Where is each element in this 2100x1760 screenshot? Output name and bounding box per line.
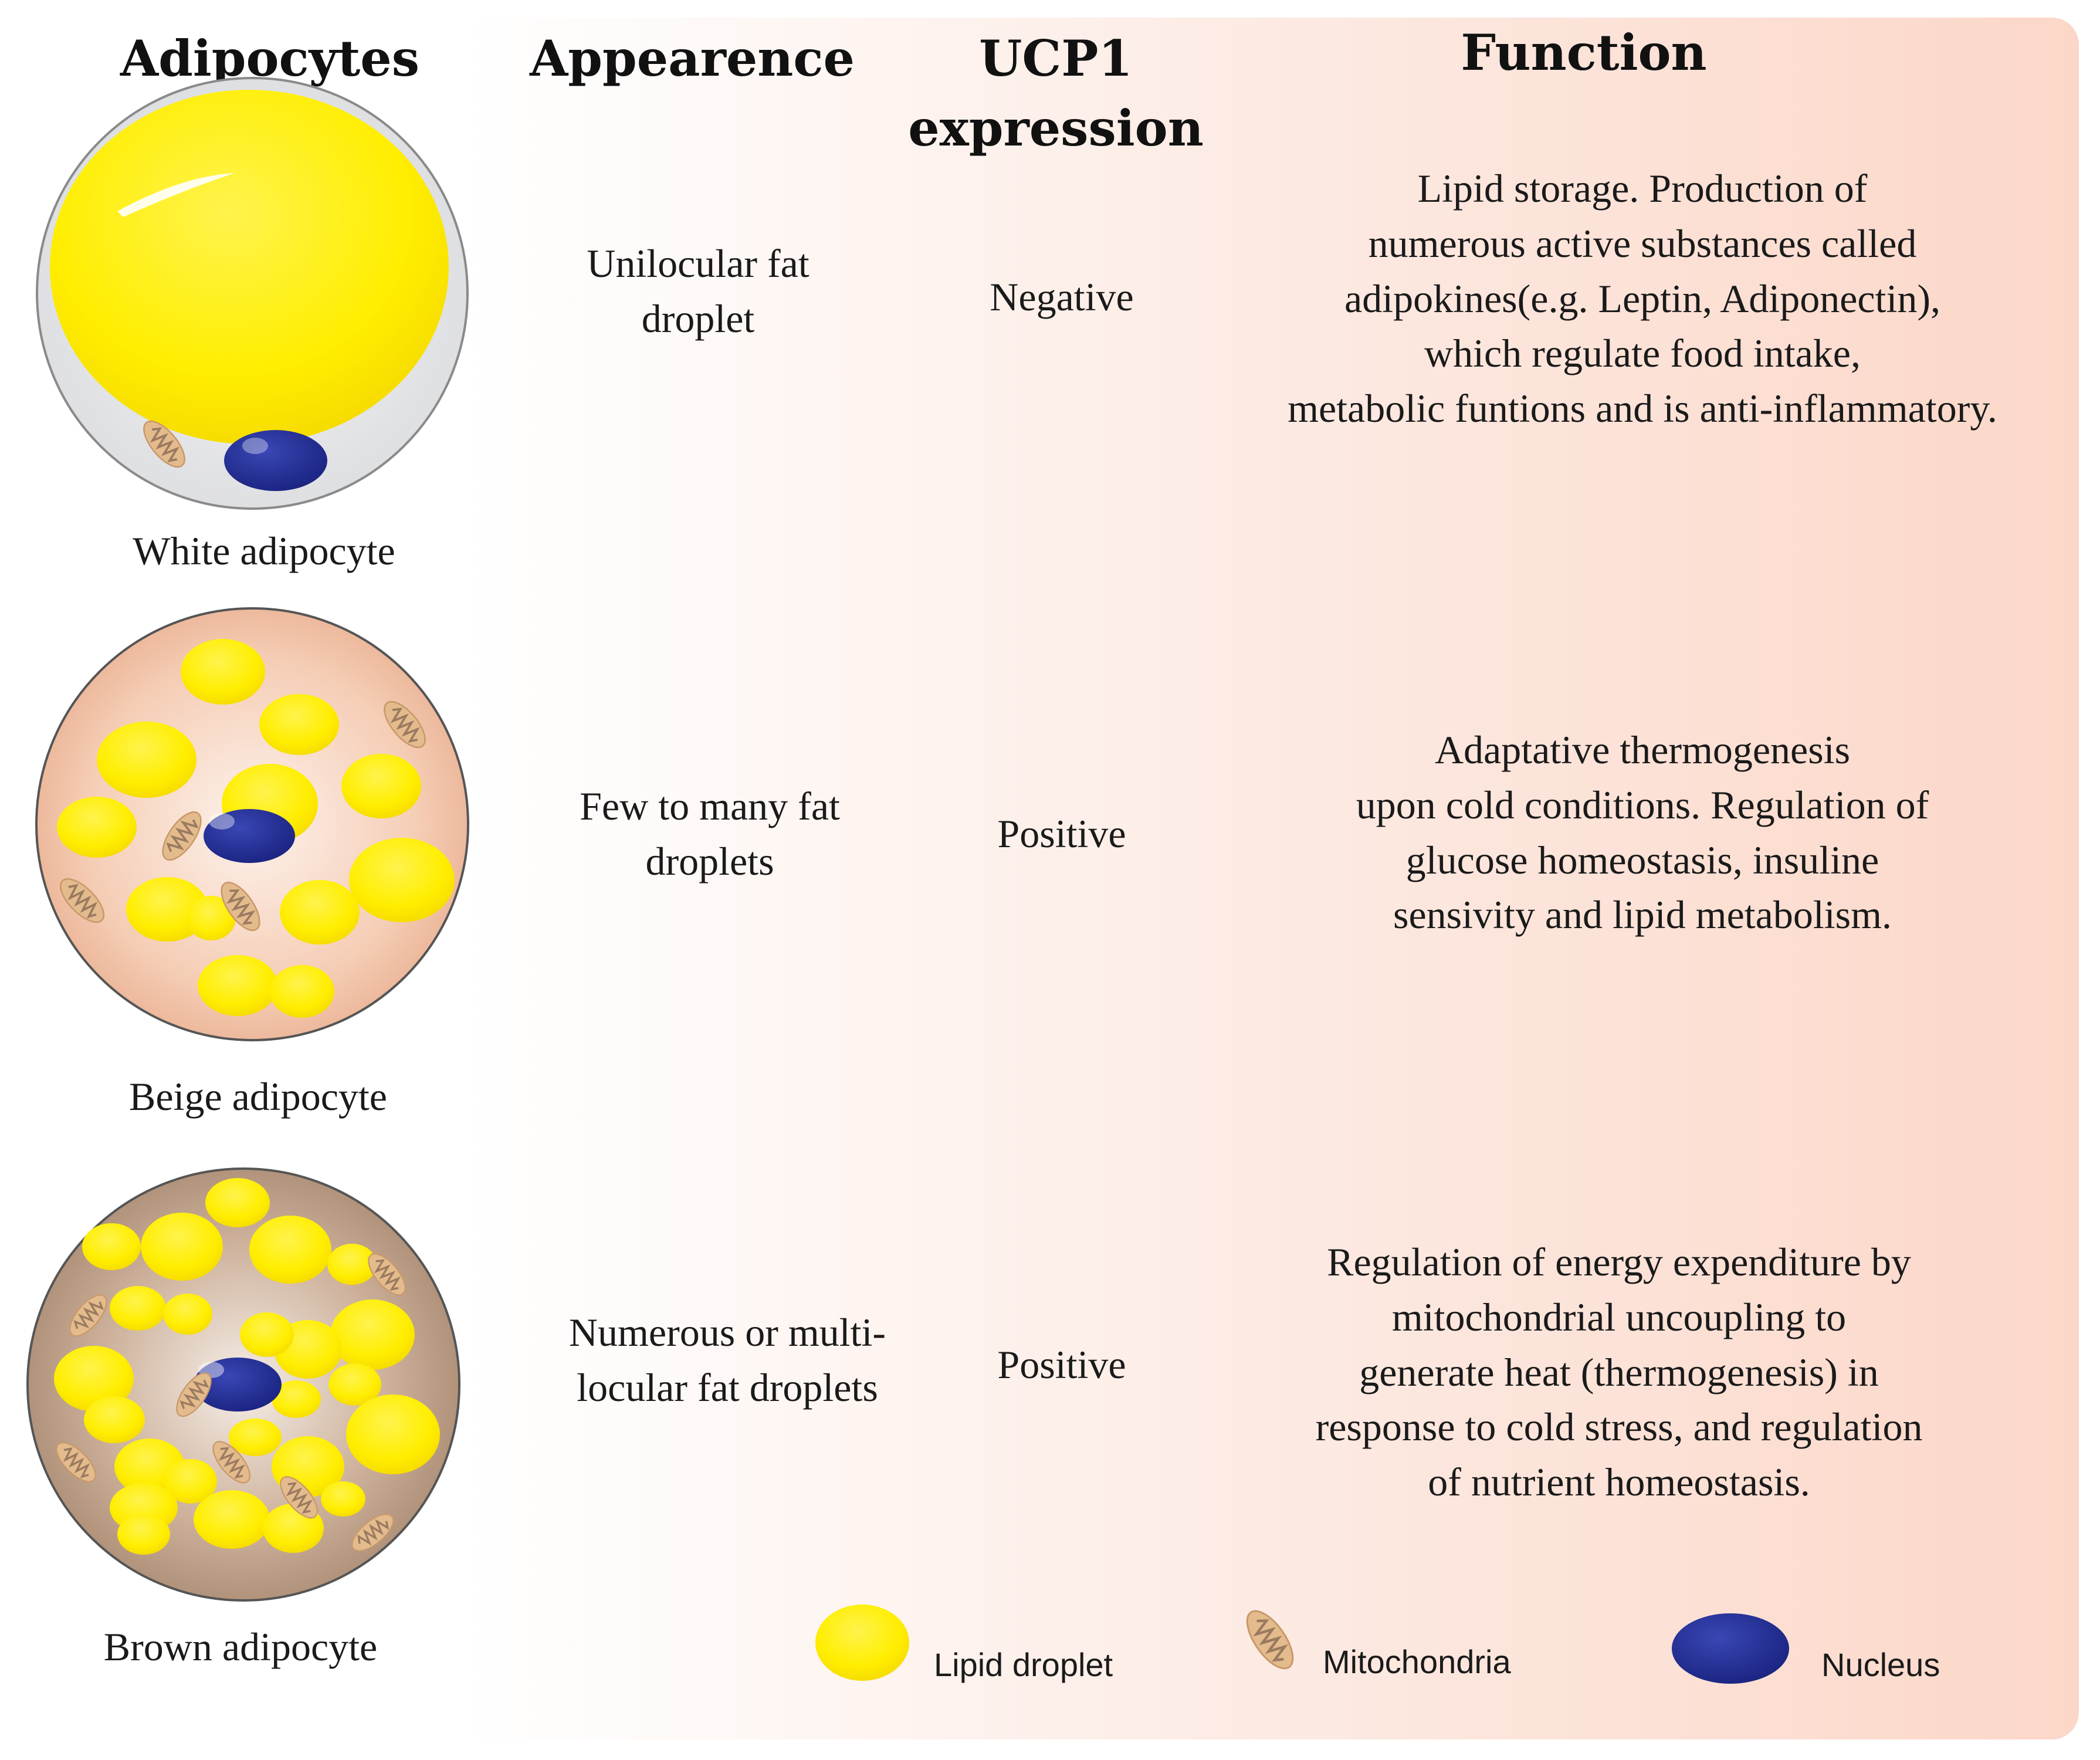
white-nucleus bbox=[224, 430, 327, 491]
legend-lipid-label: Lipid droplet bbox=[934, 1646, 1113, 1683]
header-appearance: Appearence bbox=[530, 29, 855, 87]
ucp1-brown: Positive bbox=[997, 1342, 1126, 1387]
ucp1-beige: Positive bbox=[997, 811, 1126, 856]
brown-adipocyte-illustration bbox=[26, 1167, 460, 1602]
header-function: Function bbox=[1461, 23, 1707, 82]
appearance-beige: Few to many fat droplets bbox=[580, 784, 840, 884]
header-ucp1: UCP1 expression bbox=[880, 23, 1232, 164]
beige-nucleus bbox=[204, 809, 295, 863]
mitochondria-legend-icon bbox=[1232, 1599, 1308, 1675]
brown-nucleus bbox=[194, 1358, 282, 1412]
appearance-white: Unilocular fat droplet bbox=[587, 241, 809, 341]
header-ucp1-line2: expression bbox=[908, 99, 1204, 158]
caption-brown: Brown adipocyte bbox=[103, 1624, 378, 1669]
white-lipid-droplet bbox=[50, 90, 449, 444]
appearance-brown: Numerous or multi- locular fat droplets bbox=[568, 1310, 886, 1410]
function-white: Lipid storage. Production of numerous ac… bbox=[1288, 166, 1997, 431]
beige-adipocyte-illustration bbox=[35, 607, 469, 1041]
legend-mito-label: Mitochondria bbox=[1323, 1643, 1511, 1680]
white-droplet-highlight bbox=[117, 173, 235, 217]
function-beige: Adaptative thermogenesis upon cold condi… bbox=[1356, 727, 1929, 937]
white-adipocyte-illustration bbox=[36, 77, 469, 510]
ucp1-white: Negative bbox=[990, 275, 1134, 319]
legend-nucleus-label: Nucleus bbox=[1821, 1646, 1940, 1683]
caption-beige: Beige adipocyte bbox=[129, 1074, 387, 1119]
nucleus-legend-icon bbox=[1672, 1613, 1789, 1684]
header-ucp1-line1: UCP1 bbox=[979, 29, 1133, 87]
caption-white: White adipocyte bbox=[133, 529, 395, 573]
lipid-droplet-legend-icon bbox=[815, 1605, 909, 1681]
function-brown: Regulation of energy expenditure by mito… bbox=[1315, 1240, 1923, 1505]
beige-lipid-droplets bbox=[57, 639, 455, 1018]
